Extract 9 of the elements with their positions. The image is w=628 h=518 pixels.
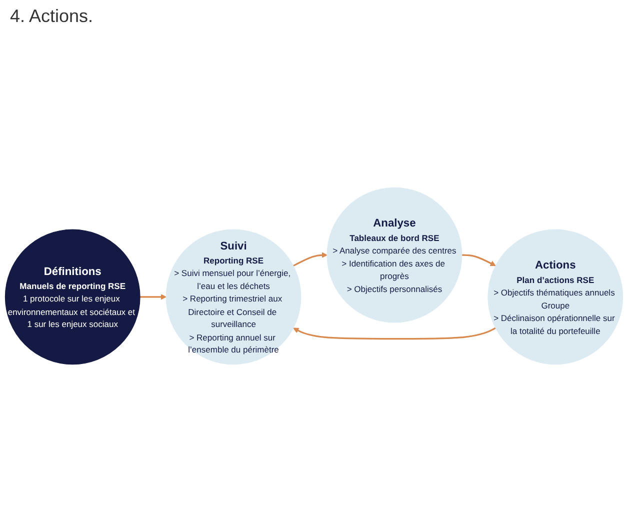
arrow: [292, 252, 328, 267]
arrow: [462, 254, 496, 266]
arrow: [293, 327, 496, 340]
node-circle: Suivi Reporting RSE > Suivi mensuel pour l’énergie, l’eau et les déchets > Reporting trimestriel aux Directoire et Conseil de surveillance > Reporting annuel sur l’ensemble du périmètre: [166, 229, 302, 365]
title: 4. Actions.: [9, 5, 94, 28]
node-circle: Actions Plan d’actions RSE > Objectifs thématiques annuels Groupe > Déclinaison opérationnelle sur la totalité du portefeuille: [488, 229, 624, 365]
arrow: [140, 294, 166, 300]
node-circle: Analyse Tableaux de bord RSE > Analyse comparée des centres > Identification des axes de progrès > Objectifs personnalisés: [326, 187, 462, 323]
node-circle: Définitions Manuels de reporting RSE 1 protocole sur les enjeux environnementaux et sociétaux et 1 sur les enjeux sociaux: [4, 229, 140, 365]
